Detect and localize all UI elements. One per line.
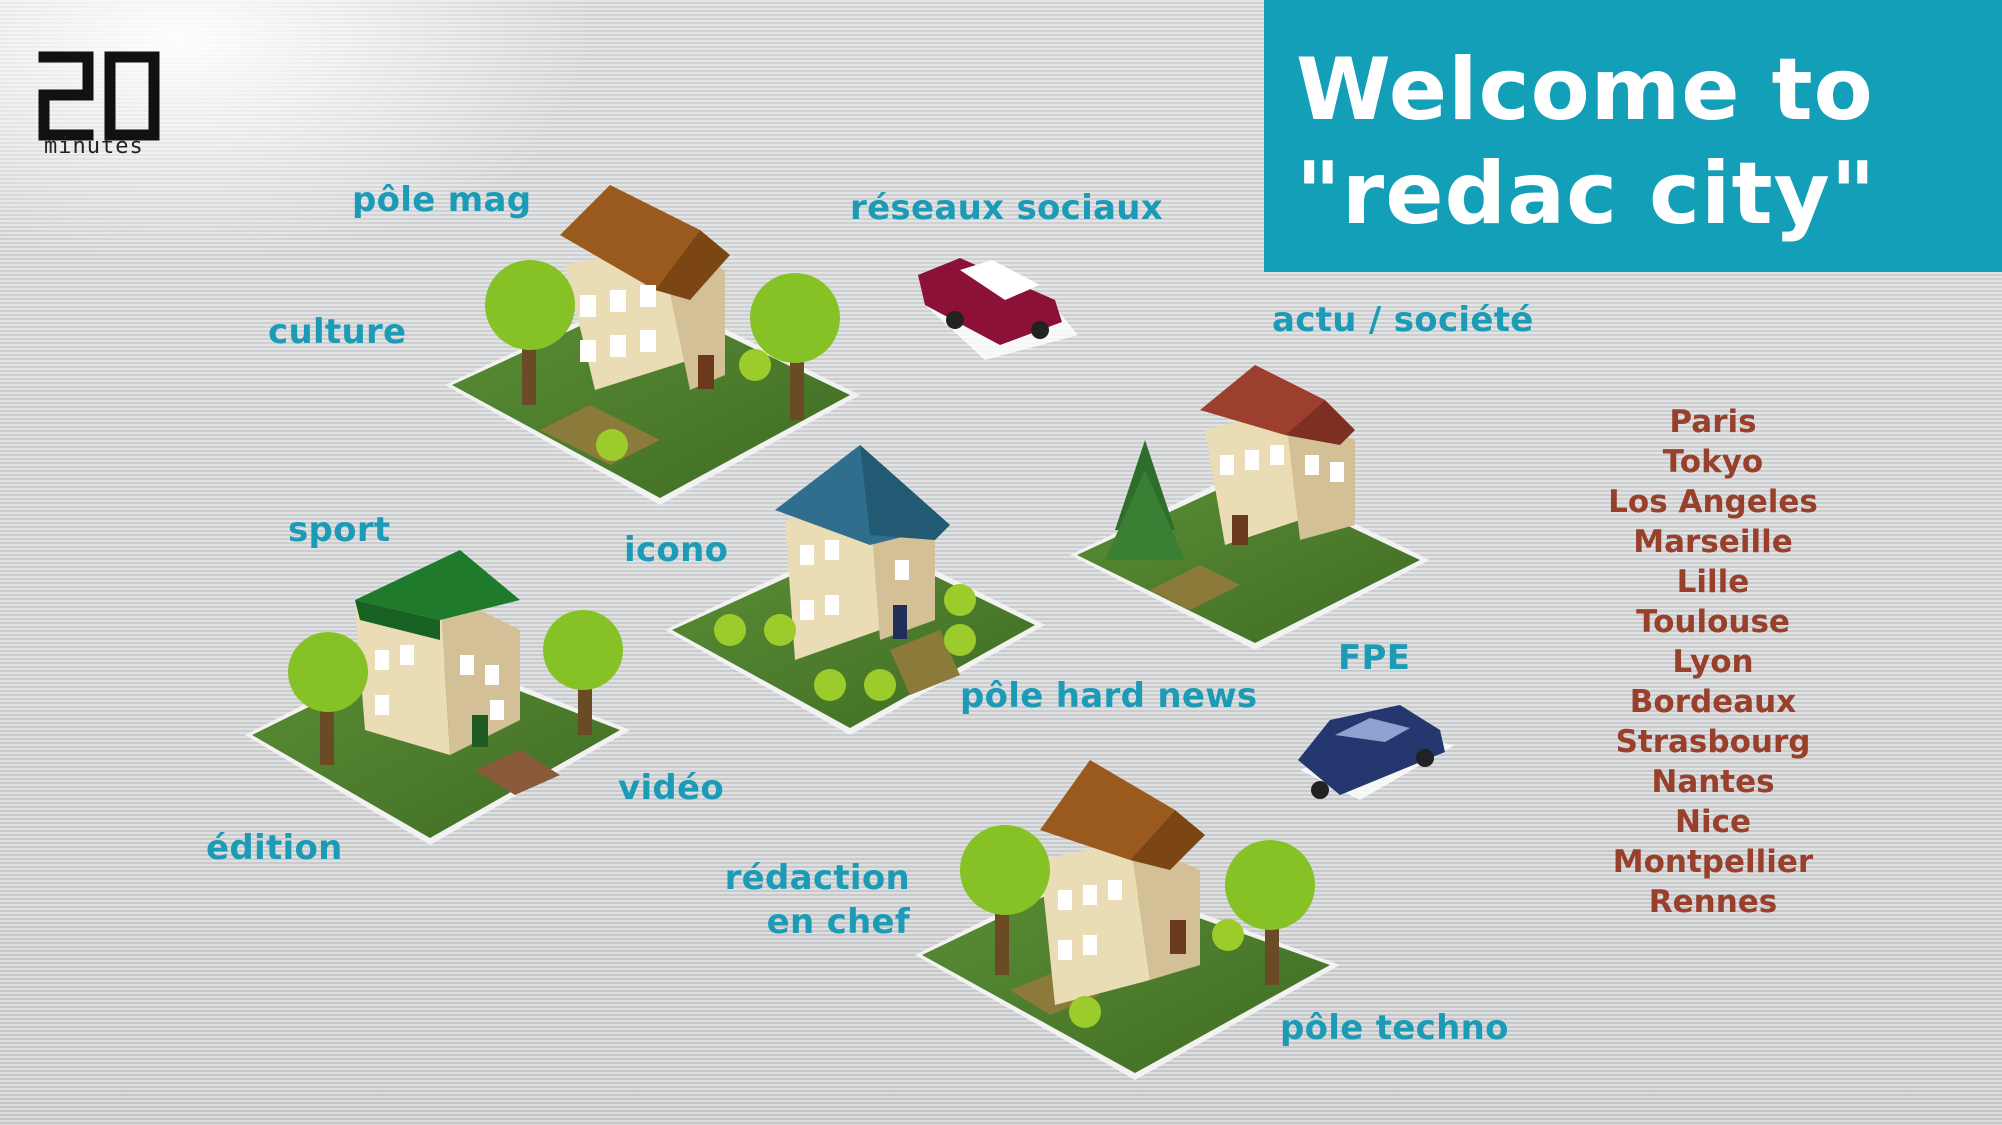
city-item: Los Angeles	[1608, 484, 1818, 520]
city-item: Paris	[1669, 404, 1757, 440]
city-item: Nantes	[1651, 764, 1775, 800]
city-item: Toulouse	[1636, 604, 1790, 640]
label-redaction-line-1: rédaction	[724, 858, 910, 898]
city-item: Tokyo	[1662, 444, 1764, 480]
title-banner: Welcome to "redac city"	[1264, 0, 2002, 272]
car-red	[918, 258, 1078, 360]
label-sport: sport	[288, 510, 391, 550]
block-actu-societe	[1070, 365, 1430, 650]
city-item: Montpellier	[1612, 844, 1814, 880]
label-pole-hard-news: pôle hard news	[960, 676, 1258, 716]
city-item: Lyon	[1672, 644, 1754, 680]
city-item: Marseille	[1633, 524, 1793, 560]
label-pole-techno: pôle techno	[1280, 1008, 1509, 1048]
car-blue	[1298, 705, 1455, 800]
title-line-2: "redac city"	[1296, 144, 1877, 244]
label-culture: culture	[268, 312, 407, 352]
block-pole-mag	[445, 185, 860, 505]
block-sport-video-edition	[245, 550, 630, 845]
city-item: Bordeaux	[1629, 684, 1797, 720]
label-actu-societe: actu / société	[1272, 300, 1534, 340]
logo-text: minutes	[44, 134, 144, 159]
city-item: Rennes	[1648, 884, 1778, 920]
label-fpe: FPE	[1338, 638, 1411, 678]
20-minutes-logo	[38, 51, 160, 141]
city-item: Nice	[1675, 804, 1751, 840]
city-item: Lille	[1676, 564, 1750, 600]
label-video: vidéo	[618, 768, 725, 808]
block-icono-hard-news	[665, 445, 1045, 735]
title-line-1: Welcome to	[1296, 40, 1874, 140]
label-icono: icono	[624, 530, 729, 570]
block-redaction-techno	[915, 760, 1340, 1080]
label-redaction-line-2: en chef	[766, 902, 910, 942]
label-reseaux-sociaux: réseaux sociaux	[850, 188, 1164, 228]
label-edition: édition	[206, 828, 343, 868]
label-pole-mag: pôle mag	[352, 180, 532, 220]
label-redaction-en-chef: rédaction en chef	[700, 858, 910, 942]
city-item: Strasbourg	[1615, 724, 1811, 760]
